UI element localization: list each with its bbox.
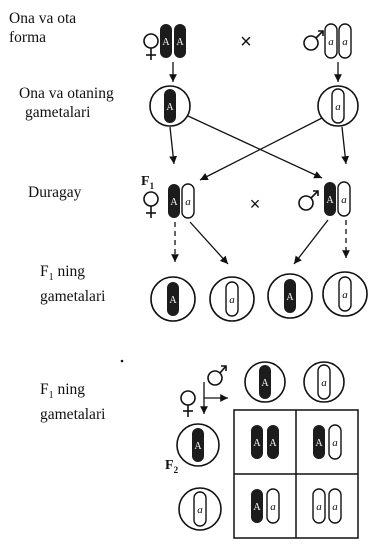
f1-gamete-2: a (209, 276, 255, 322)
parent-gametes-label-line2: gametalari (25, 104, 91, 121)
punnett-female-gamete-a-dominant: A (176, 423, 220, 467)
parent-gametes-label: Ona va otaning gametalari (19, 84, 114, 122)
parents-label-line1: Ona va ota (9, 10, 77, 27)
f1-gametes-label-line2: gametalari (40, 288, 106, 306)
punnett-cell-Aa-bottom: A a (251, 488, 280, 524)
punnett-cell-AA: A A (251, 425, 279, 459)
f1-gamete-3: A (267, 273, 313, 319)
parent-male-chromosomes: a a (324, 23, 352, 59)
svg-text:A: A (269, 438, 277, 449)
svg-text:a: a (229, 294, 235, 306)
hybrid-female-chromosomes: A a (168, 183, 195, 219)
cross-symbol-2: × (250, 194, 261, 214)
f1-gametes-label-2-line2: gametalari (40, 406, 106, 424)
svg-text:a: a (342, 289, 348, 301)
svg-text:a: a (335, 101, 341, 113)
punnett-male-gamete-a-recessive: a (303, 361, 345, 403)
f2-tag-sub: 2 (173, 464, 179, 475)
hybrid-male-chromosomes: A a (324, 181, 351, 217)
svg-text:a: a (185, 196, 191, 208)
punnett-cell-aa: a a (312, 488, 342, 524)
svg-text:A: A (170, 197, 178, 208)
punnett-female-gamete-a-recessive: a (178, 487, 222, 531)
svg-text:A: A (169, 295, 177, 306)
f1-gamete-1: A (150, 276, 196, 322)
allele-label: a (328, 36, 334, 48)
f1-gamete-4: a (322, 271, 368, 317)
f1-gametes-label-2-rest: ning (53, 381, 86, 398)
svg-text:A: A (253, 438, 261, 449)
svg-text:A: A (253, 502, 261, 513)
f2-tag: F2 (165, 456, 178, 480)
svg-text:A: A (315, 438, 323, 449)
svg-text:a: a (332, 437, 338, 449)
f1-gametes-label-f: F (40, 263, 49, 280)
f1-gametes-label-sub: 1 (48, 272, 54, 284)
svg-text:a: a (316, 501, 322, 513)
f1-tag-f: F (141, 174, 150, 189)
gamete-male: a (317, 85, 359, 127)
svg-text:A: A (286, 292, 294, 303)
svg-text:A: A (326, 195, 334, 206)
svg-text:a: a (321, 377, 327, 389)
parents-label: Ona va ota forma (9, 9, 76, 47)
parent-gametes-label-line1: Ona va otaning (19, 85, 114, 102)
punnett-cell-Aa-top: A a (313, 424, 342, 460)
hybrid-label: Duragay (28, 184, 82, 201)
f1-gametes-label-2: F1 ning gametalari (40, 380, 105, 424)
f1-tag: F1 (141, 172, 154, 196)
allele-label: A (176, 37, 184, 48)
svg-text:a: a (341, 194, 347, 206)
male-symbol-icon (298, 190, 319, 211)
svg-text:A: A (166, 102, 174, 113)
punnett-male-gamete-a-dominant: A (244, 361, 286, 403)
f1-tag-sub: 1 (149, 180, 155, 191)
gamete-female: A (149, 85, 191, 127)
female-symbol-icon (143, 33, 159, 60)
f1-gametes-label-2-sub: 1 (48, 390, 54, 402)
svg-text:a: a (197, 504, 203, 516)
f1-gametes-label-rest: ning (53, 263, 86, 280)
svg-text:a: a (332, 501, 338, 513)
parents-label-line2: forma (9, 29, 47, 46)
svg-text:A: A (261, 378, 269, 389)
f1-gametes-label: F1 ning gametalari (40, 262, 105, 306)
parent-female-chromosomes: A A (160, 24, 186, 58)
allele-label: A (162, 37, 170, 48)
allele-label: a (342, 36, 348, 48)
punnett-square (233, 409, 359, 539)
female-symbol-icon (143, 191, 159, 218)
svg-text:a: a (270, 501, 276, 513)
f2-tag-f: F (165, 458, 174, 473)
male-symbol-icon (207, 365, 227, 386)
cross-symbol: × (240, 31, 252, 53)
male-symbol-icon (303, 30, 324, 51)
female-symbol-icon (180, 390, 196, 417)
svg-text:A: A (194, 441, 202, 452)
f1-gametes-label-2-f: F (40, 381, 49, 398)
